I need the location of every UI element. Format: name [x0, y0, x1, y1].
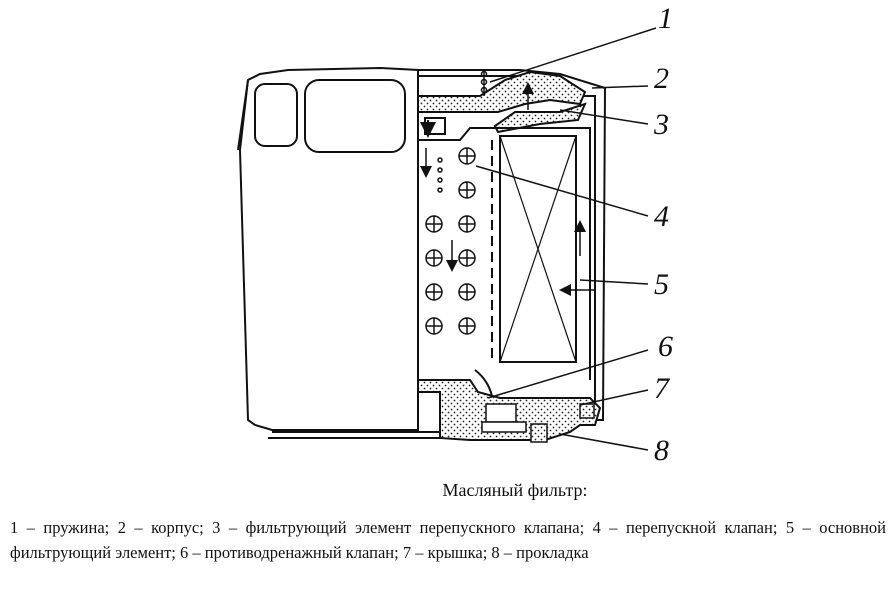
callout-7: 7: [654, 372, 671, 405]
housing-top: [417, 69, 607, 421]
main-filter-element: [499, 82, 596, 363]
callout-numbers: 1 2 3 4 5 6 7 8: [653, 2, 673, 467]
callout-3: 3: [653, 108, 669, 141]
callout-6: 6: [658, 330, 673, 363]
oil-filter-diagram: 1 2 3 4 5 6 7 8: [237, 2, 673, 467]
callout-1: 1: [658, 2, 673, 35]
tube-holes: [420, 147, 476, 335]
callout-5: 5: [654, 268, 669, 301]
callout-4: 4: [654, 200, 669, 233]
callout-8: 8: [654, 434, 669, 467]
bottom-cover: [417, 369, 602, 443]
leader-lines: [475, 27, 657, 451]
callout-2: 2: [654, 62, 669, 95]
caption-legend: 1 – пружина; 2 – корпус; 3 – фильтрующий…: [10, 518, 886, 562]
spring: [480, 70, 488, 96]
caption-title: Масляный фильтр:: [442, 480, 588, 500]
